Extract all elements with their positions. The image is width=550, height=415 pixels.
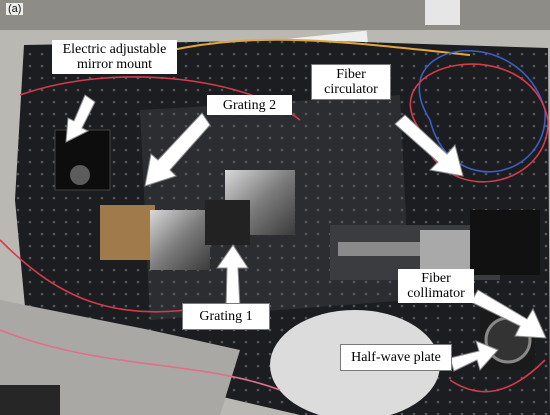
panel-label: (a) xyxy=(6,3,24,15)
power-supply xyxy=(0,385,60,415)
arrow-grating2 xyxy=(144,112,211,187)
stage-block xyxy=(420,230,470,270)
arrow-collimator xyxy=(470,289,547,339)
fiber-red-loop xyxy=(409,63,549,183)
mirror-knob xyxy=(70,165,90,185)
label-grating-2: Grating 2 xyxy=(207,95,292,115)
arrow-mirror xyxy=(65,94,96,143)
post-holder xyxy=(150,210,210,270)
arrow-halfwave xyxy=(449,340,499,372)
grating1-block xyxy=(205,200,250,245)
label-electric-mount: Electric adjustable mirror mount xyxy=(52,40,177,74)
white-box xyxy=(425,0,460,25)
fiber-red-3 xyxy=(0,329,281,391)
label-half-wave-plate: Half-wave plate xyxy=(340,344,452,371)
stepper-motor xyxy=(470,210,540,275)
fiber-red-4 xyxy=(449,359,546,393)
fiber-yellow xyxy=(149,38,471,56)
arrow-grating1 xyxy=(216,244,249,310)
label-fiber-collimator: Fiber collimator xyxy=(398,269,474,303)
grating2-mount xyxy=(100,205,155,260)
top-clutter xyxy=(0,0,550,30)
label-fiber-circulator: Fiber circulator xyxy=(311,64,391,100)
arrow-circulator xyxy=(394,114,464,177)
label-grating-1: Grating 1 xyxy=(182,303,270,330)
